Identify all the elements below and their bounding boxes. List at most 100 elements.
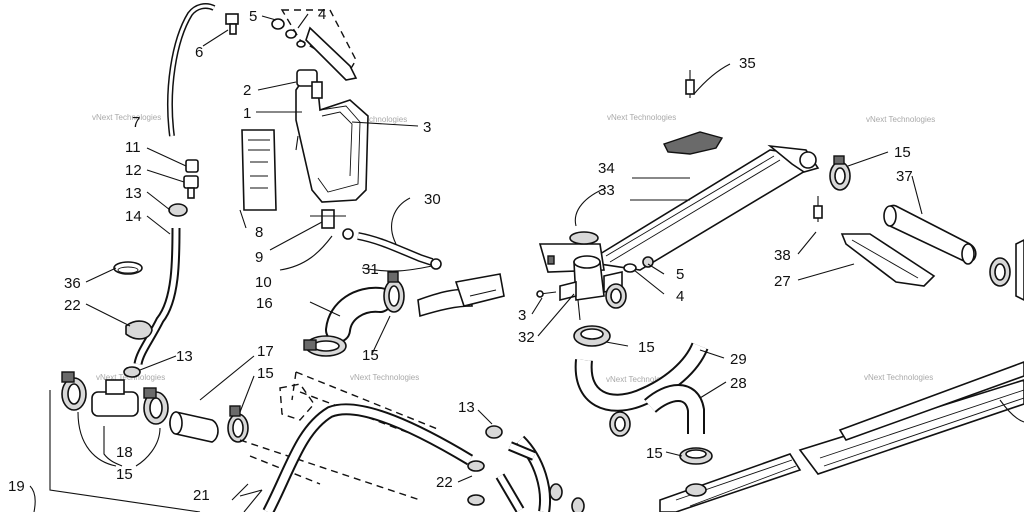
callout-1: 1 [243,105,251,122]
callout-11: 11 [125,139,141,156]
callout-13: 13 [176,348,193,365]
fitting-part-12 [183,175,199,199]
watermark: vNext Technologies [350,373,419,382]
callout-2: 2 [243,82,251,99]
frame-lower-dashed [239,371,461,501]
clamp-part-15-center-c [609,411,631,437]
callout-19: 19 [8,478,25,495]
clamp-part-15-right-a [829,155,851,191]
callout-5: 5 [249,8,257,25]
callout-34: 34 [598,160,615,177]
callout-27: 27 [774,273,791,290]
watermark: vNext Technologies [607,113,676,122]
callout-7: 7 [132,114,140,131]
hose-part-10 [279,235,333,271]
callout-21: 21 [193,487,210,504]
clamp-part-15-right-b [989,257,1011,287]
callout-13: 13 [458,399,475,416]
clamp-part-15-center-b [573,325,611,347]
watermark: vNext Technologies [866,115,935,124]
callout-37: 37 [896,168,913,185]
clamp-part-31 [342,228,442,272]
callout-4: 4 [318,6,326,23]
callout-9: 9 [255,249,263,266]
hose-part-30 [357,197,434,266]
callout-13: 13 [125,185,142,202]
screw-part-3-center [536,290,557,298]
hose-part-17 [169,411,219,443]
leader-lines [77,13,923,497]
clamp-part-36 [113,261,143,275]
callout-14: 14 [125,208,142,225]
hose-lower-center [495,441,536,512]
callout-31: 31 [362,261,379,278]
sensor-part-38 [813,196,823,222]
pad-part [663,131,724,155]
callout-10: 10 [255,274,272,291]
clamp-part-15-hose16-b [383,271,405,313]
tee-fitting-part-9 [269,209,346,251]
callout-6: 6 [195,44,203,61]
callout-labels: 5 4 6 2 1 3 7 11 12 13 14 8 9 10 30 31 3… [8,6,913,504]
fitting-part-6 [202,13,239,47]
callout-17: 17 [257,343,274,360]
watermark: vNext Technologies [92,113,161,122]
callout-3: 3 [518,307,526,324]
callout-22: 22 [64,297,81,314]
tee-part-18 [91,379,139,417]
bracket-part-4-top [280,9,358,81]
hose-part-29 [574,342,709,412]
cap-part-5-top [271,18,306,48]
callout-16: 16 [256,295,273,312]
hose-part-28 [644,384,705,434]
hose-part-16 [325,286,393,343]
clamp-part-13-top [168,203,188,217]
callout-32: 32 [518,329,535,346]
clamp-part-15-center-d [679,447,713,465]
watermark: vNext Technologies [864,373,933,382]
lower-heat-exchanger [659,361,1024,512]
overflow-hose-part [167,3,216,137]
clamp-part-22-left [125,320,153,340]
coolant-reservoir-part [256,69,369,203]
watermark: vNext Technologies [338,115,407,124]
sensor-part-35 [685,63,731,98]
callout-4: 4 [676,288,684,305]
callout-15: 15 [116,466,133,483]
callout-29: 29 [730,351,747,368]
callout-3: 3 [423,119,431,136]
callout-30: 30 [424,191,441,208]
hose-part-14 [133,227,181,366]
callout-33: 33 [598,182,615,199]
callout-22: 22 [436,474,453,491]
heat-exchanger-part-34 [538,144,820,273]
callout-18: 18 [116,444,133,461]
clamp-part-15-center-a [605,283,627,309]
callout-8: 8 [255,224,263,241]
reservoir-decal-part-8 [239,129,277,229]
callout-12: 12 [125,162,142,179]
clamp-part-15-left-b [143,387,169,425]
callout-5: 5 [676,266,684,283]
callout-36: 36 [64,275,81,292]
clamp-part-22-lower [467,460,585,512]
clamp-part-13-lower [123,366,141,378]
frame-rail-part-21 [231,403,551,512]
callout-28: 28 [730,375,747,392]
washer-part-4-center [623,256,654,273]
clamp-part-15-hose16-a [303,335,347,357]
callout-15: 15 [362,347,379,364]
callout-35: 35 [739,55,756,72]
callout-15: 15 [257,365,274,382]
clamp-part-15-left-c [227,405,249,443]
clamp-part-13-lower-center [485,425,503,439]
callout-38: 38 [774,247,791,264]
right-edge-fitting [1015,239,1024,301]
hose-part-37 [883,204,977,265]
callout-15: 15 [894,144,911,161]
watermark: vNext Technologies [606,375,675,384]
bracket-part-27 [840,233,936,287]
bracket-line-19 [29,390,201,512]
cap-part-33 [569,187,607,245]
